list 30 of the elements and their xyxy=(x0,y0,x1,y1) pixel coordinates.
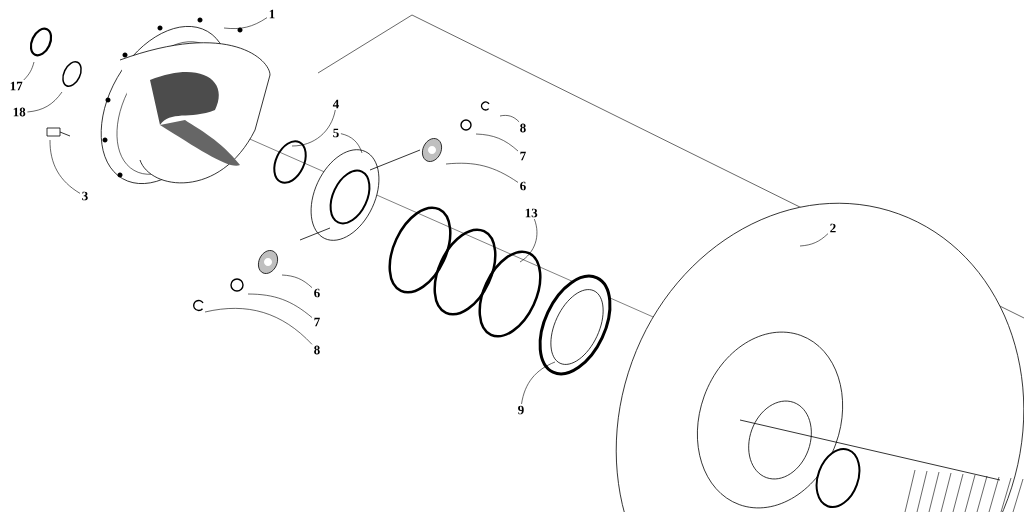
leader-line xyxy=(223,17,268,29)
callout-number: 2 xyxy=(830,223,836,233)
leader-line xyxy=(49,139,81,194)
leader-line xyxy=(499,115,520,123)
callout-number: 3 xyxy=(82,191,88,201)
callout-number: 9 xyxy=(518,405,524,415)
callout-number: 7 xyxy=(314,317,320,327)
leader-line xyxy=(475,133,519,152)
leader-line xyxy=(291,109,336,147)
callout-number: 18 xyxy=(13,107,26,117)
callout-number: 1 xyxy=(269,9,275,19)
callout-number: 8 xyxy=(314,345,320,355)
leader-line xyxy=(247,293,313,318)
callout-number: 4 xyxy=(332,99,339,109)
leader-line xyxy=(519,218,538,263)
callout-number: 17 xyxy=(10,81,23,91)
leader-line xyxy=(799,233,829,247)
leader-line xyxy=(521,361,556,405)
callout-number: 6 xyxy=(314,288,320,298)
leader-line xyxy=(204,308,313,345)
callout-number: 8 xyxy=(520,123,526,133)
leader-line xyxy=(23,61,35,81)
callout-number: 13 xyxy=(525,208,538,218)
leader-line xyxy=(27,91,63,113)
leader-line xyxy=(281,274,313,288)
leader-line xyxy=(445,162,519,183)
callout-number: 5 xyxy=(333,128,339,138)
callout-number: 7 xyxy=(520,151,526,161)
callout-number: 6 xyxy=(520,181,526,191)
leader-line xyxy=(340,133,363,154)
